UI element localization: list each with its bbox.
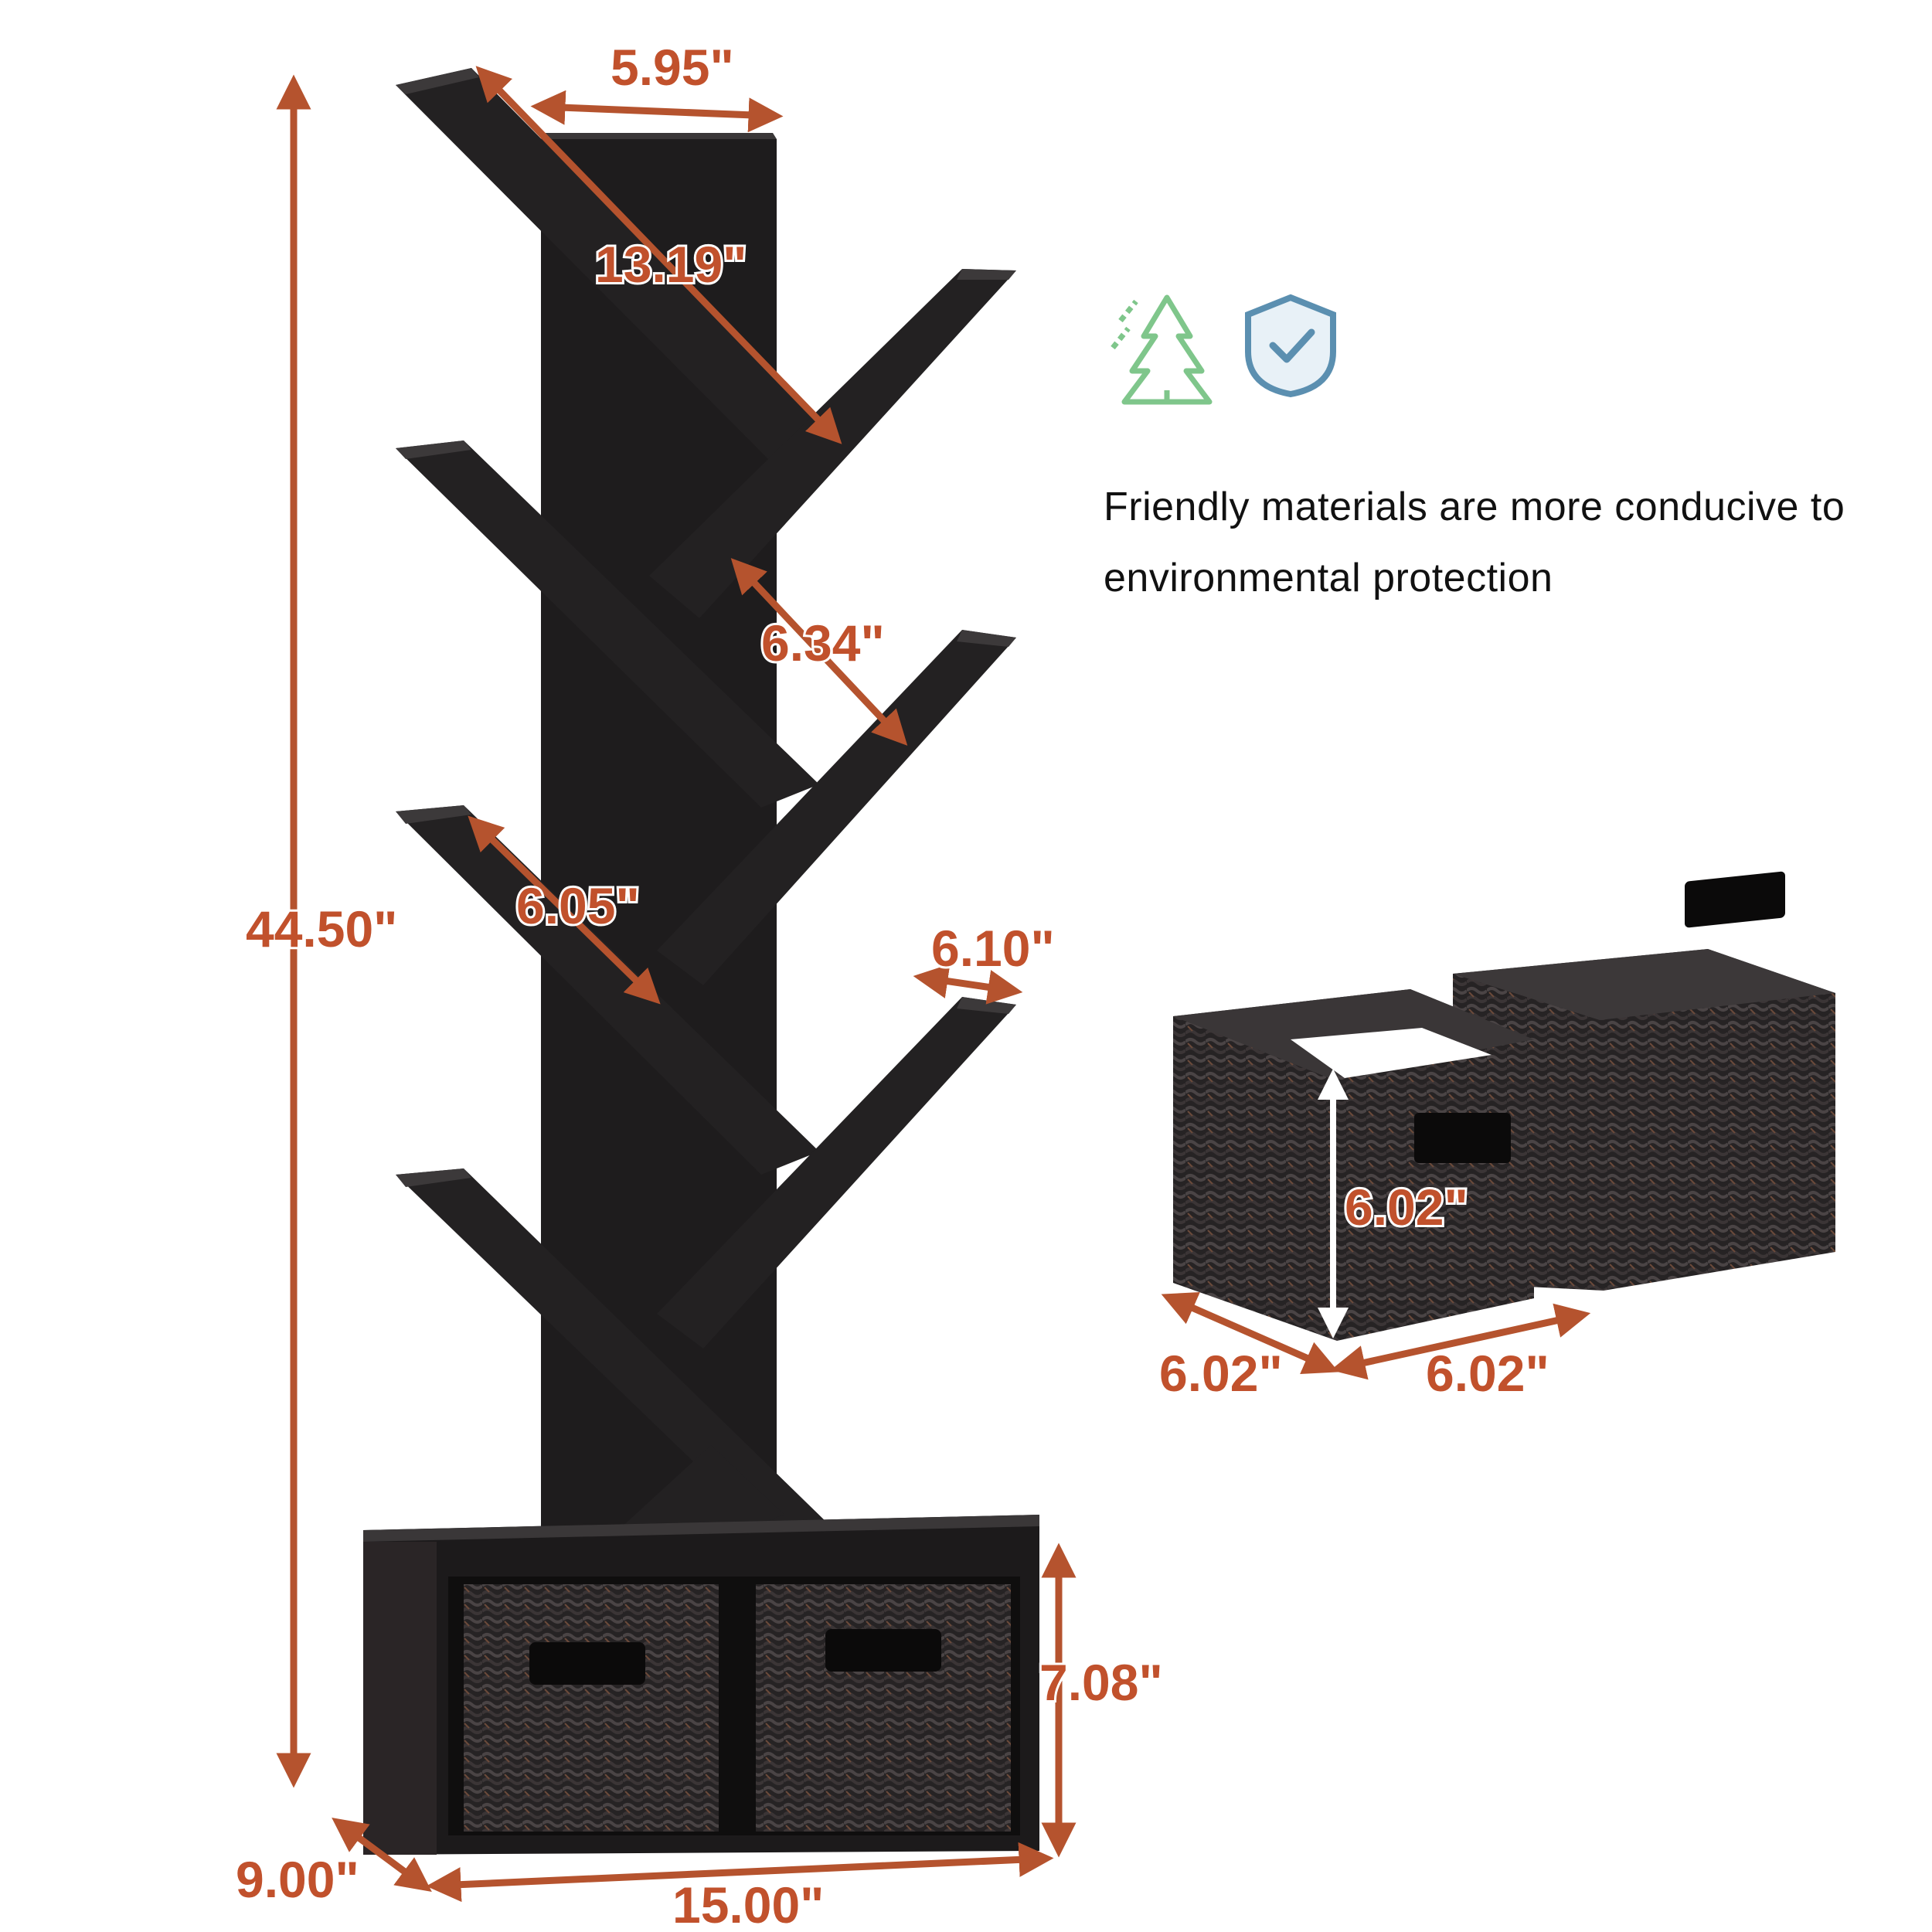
label-basket-height: 6.02"	[1345, 1179, 1468, 1236]
dimension-arrows	[276, 66, 1077, 1903]
caption-line-1: Friendly materials are more conducive to	[1104, 485, 1845, 529]
caption-line-2: environmental protection	[1104, 556, 1553, 600]
label-shelf-thickness: 6.10"	[931, 920, 1055, 977]
shelf-branch	[396, 1168, 831, 1546]
label-branch-depth: 6.05"	[516, 877, 640, 934]
cabinet-basket-left	[464, 1584, 719, 1832]
cabinet-side-panel	[363, 1542, 437, 1855]
label-basket-depth: 6.02"	[1159, 1345, 1283, 1402]
caption-text: Friendly materials are more conducive to…	[1104, 471, 1907, 614]
shelf-branch	[618, 1445, 784, 1546]
shelf-branch	[657, 630, 1016, 985]
label-cabinet-height: 7.08"	[1039, 1654, 1163, 1711]
tree-icon	[1111, 294, 1213, 405]
basket-back	[1453, 949, 1835, 1291]
shelf-branch	[396, 440, 819, 808]
basket-front	[1173, 989, 1534, 1341]
label-branch-length: 13.19"	[595, 236, 747, 293]
label-total-height: 44.50"	[246, 900, 397, 957]
shelf-branch	[657, 997, 1016, 1349]
label-cabinet-depth: 9.00"	[236, 1851, 359, 1908]
shield-check-icon	[1245, 294, 1336, 398]
label-top-width: 5.95"	[611, 39, 734, 96]
cabinet-basket-right	[756, 1584, 1011, 1832]
label-shelf-gap: 6.34"	[761, 614, 885, 672]
storage-baskets	[1161, 871, 1835, 1380]
label-basket-width: 6.02"	[1426, 1345, 1549, 1402]
label-cabinet-width: 15.00"	[672, 1876, 824, 1932]
